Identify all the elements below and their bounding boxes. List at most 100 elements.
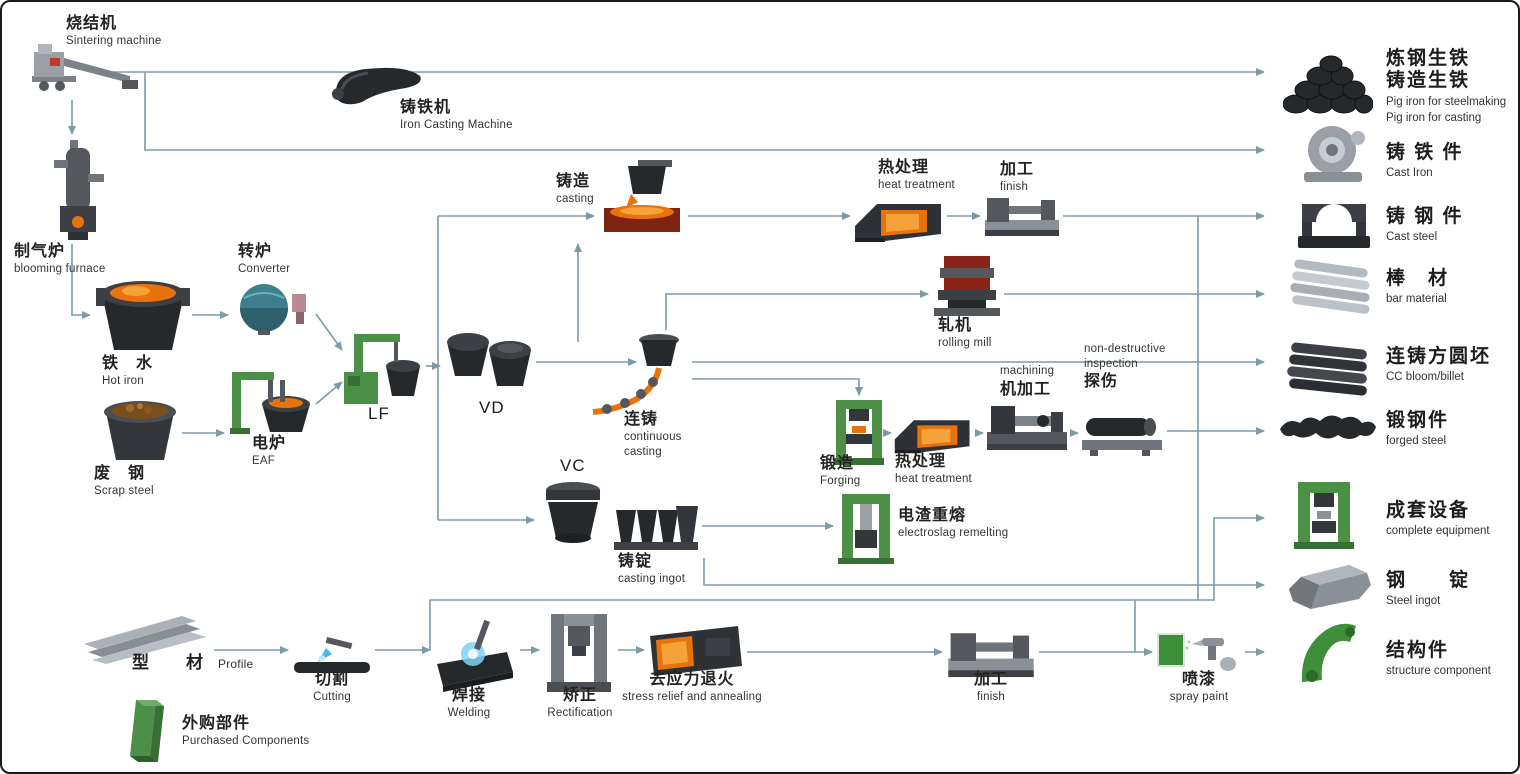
heat-treatment-mid-label-en: heat treatment — [895, 473, 972, 486]
machining-center-icon — [985, 398, 1069, 456]
bar-material-icon — [1288, 258, 1374, 316]
welding-label-en: Welding — [447, 707, 491, 720]
sintering-label-zh: 烧结机 — [66, 15, 118, 32]
product-pig-iron-label-en1: Pig iron for steelmaking — [1386, 95, 1507, 108]
product-bar-material-label: 棒 材 bar material — [1386, 268, 1518, 307]
blooming-furnace-label-en: blooming furnace — [14, 263, 106, 276]
finish-lathe-bottom-icon — [946, 626, 1036, 682]
cast-steel-part-icon — [1294, 194, 1374, 256]
eaf-label: 电炉 EAF — [252, 434, 286, 469]
finish-bottom-label-zh: 加工 — [973, 671, 1008, 688]
heat-treatment-top-label-en: heat treatment — [878, 179, 955, 192]
product-steel-ingot-label: 钢 锭 Steel ingot — [1386, 570, 1518, 609]
profile-label-zh: 型 材 — [132, 653, 204, 672]
blooming-furnace-label: 制气炉 blooming furnace — [14, 242, 105, 277]
blooming-furnace-icon — [42, 138, 116, 242]
converter-label-zh: 转炉 — [238, 243, 273, 260]
finish-lathe-top-icon — [983, 192, 1061, 240]
cutting-label-zh: 切割 — [314, 671, 349, 688]
machining-label-zh: 机加工 — [1000, 380, 1052, 398]
finish-top-label-en: finish — [1000, 181, 1029, 194]
structure-component-icon — [1292, 618, 1366, 690]
rectification-label: 矫正 Rectification — [536, 686, 624, 721]
rectification-press-icon — [543, 610, 615, 696]
product-cast-steel-label-zh: 铸 钢 件 — [1386, 206, 1464, 227]
product-cast-steel-label-en: Cast steel — [1386, 231, 1438, 244]
welding-label: 焊接 Welding — [430, 686, 508, 721]
scrap-steel-label-en: Scrap steel — [94, 485, 154, 498]
complete-equipment-icon — [1292, 478, 1356, 550]
continuous-casting-label-en: continuous casting — [624, 431, 682, 459]
purchased-components-label-en: Purchased Components — [182, 735, 310, 748]
iron-casting-machine-icon — [322, 62, 430, 112]
ndt-pipe-icon — [1080, 410, 1164, 458]
eaf-label-en: EAF — [252, 455, 275, 468]
machining-label-en: machining — [1000, 365, 1055, 377]
product-forged-steel-label-en: forged steel — [1386, 435, 1447, 448]
product-steel-ingot-label-zh: 钢 锭 — [1386, 570, 1471, 591]
vd-vessels-icon — [443, 318, 535, 396]
product-bar-material-label-zh: 棒 材 — [1386, 268, 1450, 289]
product-cast-iron-label-zh: 铸 铁 件 — [1386, 142, 1464, 163]
steel-ingot-icon — [1283, 555, 1373, 615]
casting-label: 铸造 casting — [556, 172, 594, 207]
heat-treatment-mid-label: 热处理 heat treatment — [895, 452, 972, 487]
ndt-label-en: non-destructive inspection — [1084, 343, 1166, 370]
heat-treatment-furnace-mid-icon — [893, 410, 973, 460]
product-cast-iron-label: 铸 铁 件 Cast Iron — [1386, 142, 1518, 181]
eaf-label-zh: 电炉 — [252, 435, 287, 452]
product-complete-equipment-label-en: complete equipment — [1386, 525, 1490, 538]
hot-iron-label-zh: 铁 水 — [102, 355, 154, 372]
profile-label: 型 材 Profile — [132, 652, 253, 674]
product-forged-steel-label: 锻钢件 forged steel — [1386, 410, 1518, 449]
purchased-component-icon — [122, 692, 182, 772]
continuous-casting-icon — [583, 332, 689, 422]
spray-paint-icon — [1156, 630, 1242, 676]
welding-icon — [433, 614, 517, 696]
product-forged-steel-label-zh: 锻钢件 — [1386, 410, 1450, 431]
forged-steel-icon — [1278, 405, 1378, 449]
iron-casting-machine-label: 铸铁机 Iron Casting Machine — [400, 98, 513, 133]
product-cast-iron-label-en: Cast Iron — [1386, 167, 1433, 180]
sintering-label: 烧结机 Sintering machine — [66, 14, 161, 49]
converter-label-en: Converter — [238, 263, 291, 276]
rolling-mill-label: 轧机 rolling mill — [938, 316, 992, 351]
esr-label-zh: 电渣重熔 — [898, 507, 967, 524]
casting-pour-icon — [598, 158, 686, 240]
finish-top-label-zh: 加工 — [1000, 161, 1035, 178]
heat-treatment-mid-label-zh: 热处理 — [895, 453, 947, 470]
vc-vessel-icon — [538, 478, 608, 546]
rolling-mill-label-zh: 轧机 — [938, 317, 973, 334]
product-pig-iron-label-en2: Pig iron for casting — [1386, 112, 1482, 125]
vc-label: VC — [560, 456, 586, 475]
product-cast-steel-label: 铸 钢 件 Cast steel — [1386, 206, 1518, 245]
cast-iron-part-icon — [1298, 122, 1370, 190]
hot-iron-ladle-icon — [96, 278, 190, 358]
iron-casting-machine-label-en: Iron Casting Machine — [400, 119, 513, 132]
product-complete-equipment-label-zh: 成套设备 — [1386, 500, 1471, 521]
welding-label-zh: 焊接 — [451, 687, 486, 704]
heat-treatment-furnace-top-icon — [853, 196, 945, 246]
product-steel-ingot-label-en: Steel ingot — [1386, 595, 1441, 608]
profile-label-en: Profile — [218, 657, 254, 671]
blooming-furnace-label-zh: 制气炉 — [14, 243, 66, 260]
rectification-label-en: Rectification — [547, 707, 613, 720]
product-complete-equipment-label: 成套设备 complete equipment — [1386, 500, 1518, 539]
casting-ingot-molds-icon — [612, 498, 700, 556]
forging-press-icon — [832, 398, 886, 466]
scrap-steel-label: 废 钢 Scrap steel — [94, 464, 154, 499]
product-structure-component-label: 结构件 structure component — [1386, 640, 1518, 679]
cutting-torch-icon — [292, 636, 372, 680]
purchased-components-label-zh: 外购部件 — [182, 715, 251, 732]
finish-bottom-label: 加工 finish — [952, 670, 1030, 705]
iron-casting-machine-label-zh: 铸铁机 — [400, 99, 452, 116]
annealing-furnace-icon — [648, 620, 744, 680]
rolling-mill-label-en: rolling mill — [938, 337, 992, 350]
product-bar-material-label-en: bar material — [1386, 293, 1447, 306]
machining-label: machining 机加工 — [1000, 364, 1054, 400]
product-cc-bloom-label-en: CC bloom/billet — [1386, 371, 1464, 384]
casting-label-en: casting — [556, 193, 594, 206]
electroslag-remelting-icon — [836, 490, 896, 566]
forging-label-zh: 锻造 — [820, 455, 855, 472]
spray-paint-label-en: spray paint — [1169, 691, 1229, 704]
